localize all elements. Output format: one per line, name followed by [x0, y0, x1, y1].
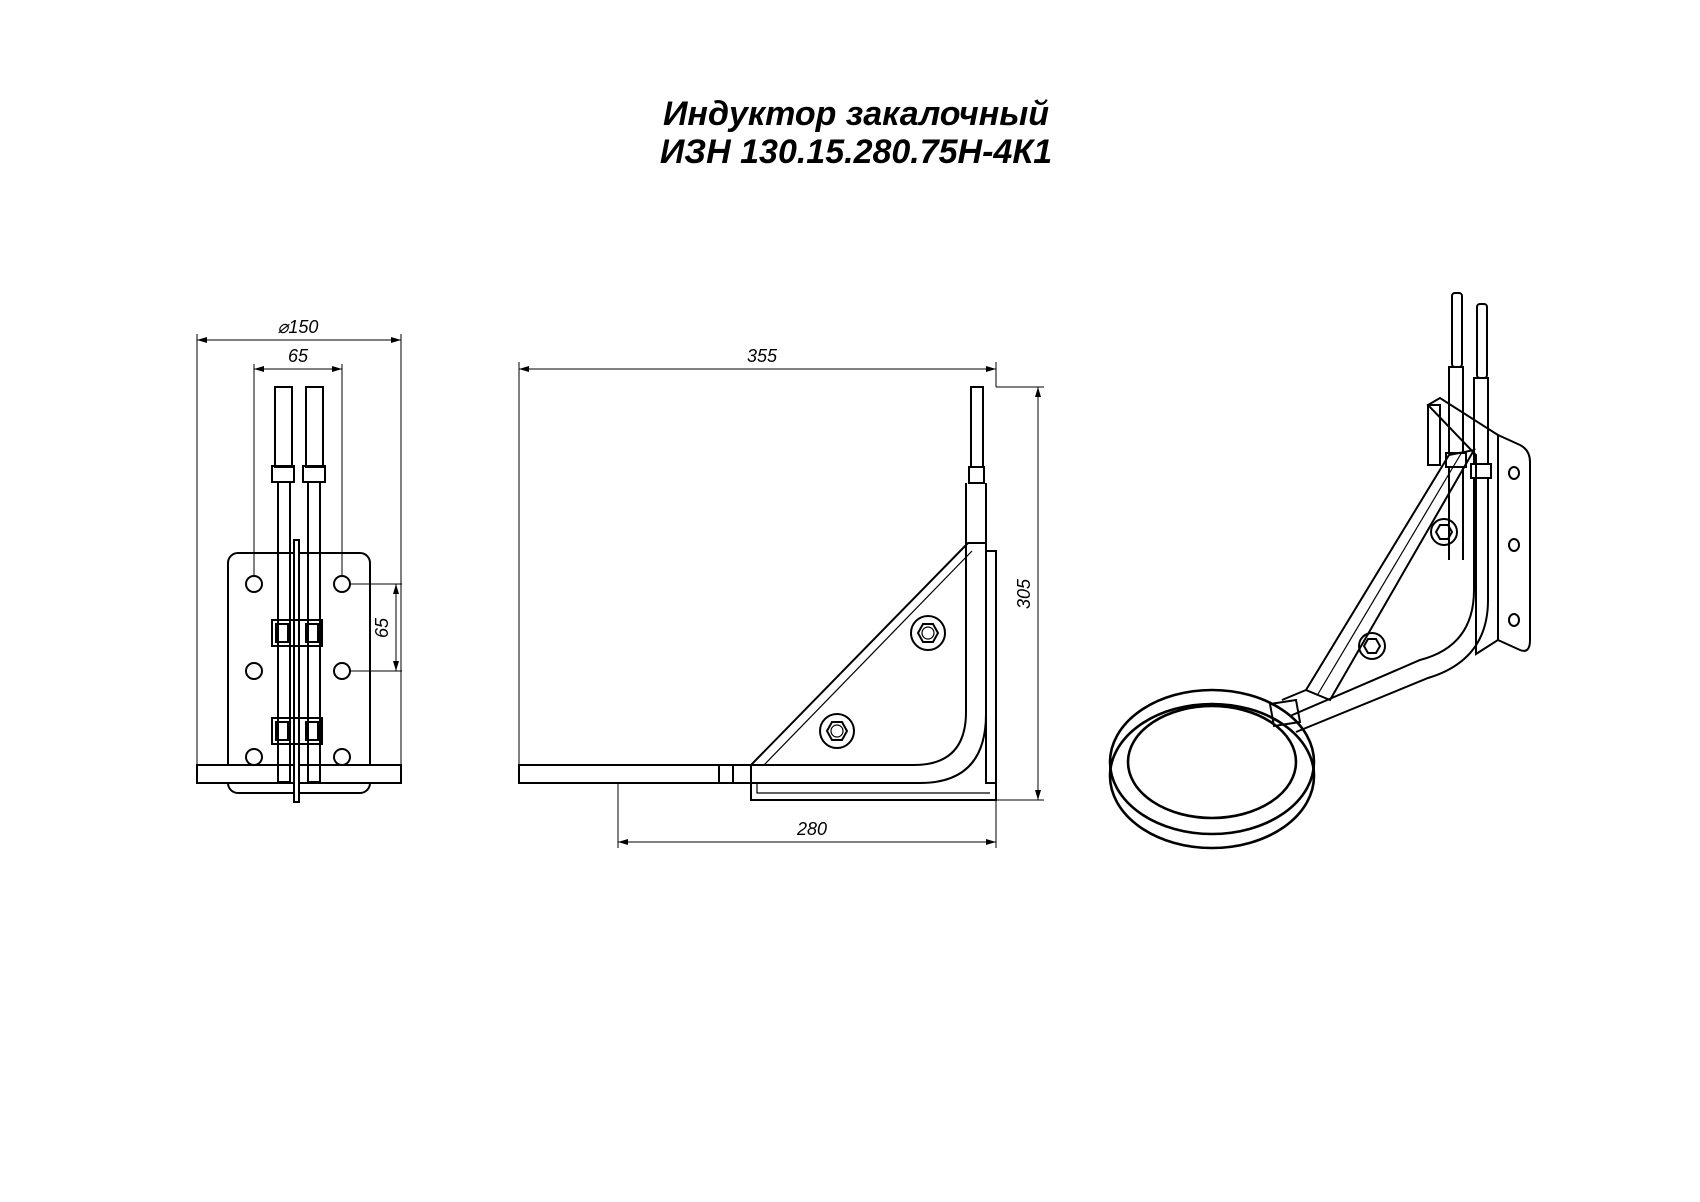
- iso-nut-upper: [1430, 518, 1458, 546]
- iso-nut-lower: [1358, 632, 1386, 660]
- right-tube-cap: [305, 386, 324, 468]
- iso-plate-side: [1426, 396, 1499, 656]
- drawing-title: Индуктор закалочный ИЗН 130.15.280.75Н-4…: [0, 95, 1700, 171]
- ring-section: [518, 764, 734, 784]
- left-tube: [277, 481, 291, 783]
- iso-mounting-plate: [1497, 433, 1531, 652]
- front-view: ⌀150 65 65: [196, 317, 402, 803]
- right-tube: [307, 481, 321, 783]
- iso-tube-cap-left: [1451, 292, 1463, 368]
- iso-tube-cap-right: [1476, 303, 1488, 379]
- dimension-base-length: 280: [796, 819, 827, 839]
- curved-tube-outer: [751, 483, 987, 784]
- bolt-cluster-lower: [271, 717, 323, 745]
- dimension-diameter: ⌀150: [278, 317, 319, 337]
- title-line-2: ИЗН 130.15.280.75Н-4К1: [659, 133, 1053, 171]
- iso-gusset: [1304, 448, 1476, 702]
- dimension-tube-spacing: 65: [288, 346, 309, 366]
- bottom-plate: [750, 783, 997, 801]
- bolt-cluster-upper: [271, 619, 323, 647]
- isometric-view: [1108, 292, 1531, 850]
- left-tube-cap: [274, 386, 293, 468]
- dimension-length: 355: [747, 346, 778, 366]
- title-line-1: Индуктор закалочный: [662, 95, 1050, 133]
- iso-ring: [1108, 688, 1316, 850]
- iso-plate-holes: [1508, 466, 1520, 627]
- hex-nut-upper: [910, 615, 946, 651]
- curved-tube-inner: [751, 483, 967, 766]
- side-tube-cap: [970, 386, 984, 468]
- vertical-bracket: [985, 550, 997, 784]
- dimension-hole-spacing: 65: [372, 617, 392, 638]
- gusset-plate: [750, 542, 987, 766]
- dimension-height: 305: [1014, 578, 1034, 609]
- side-view: 355 305 280: [518, 346, 1044, 848]
- hex-nut-lower: [819, 713, 855, 749]
- insulator: [293, 539, 300, 803]
